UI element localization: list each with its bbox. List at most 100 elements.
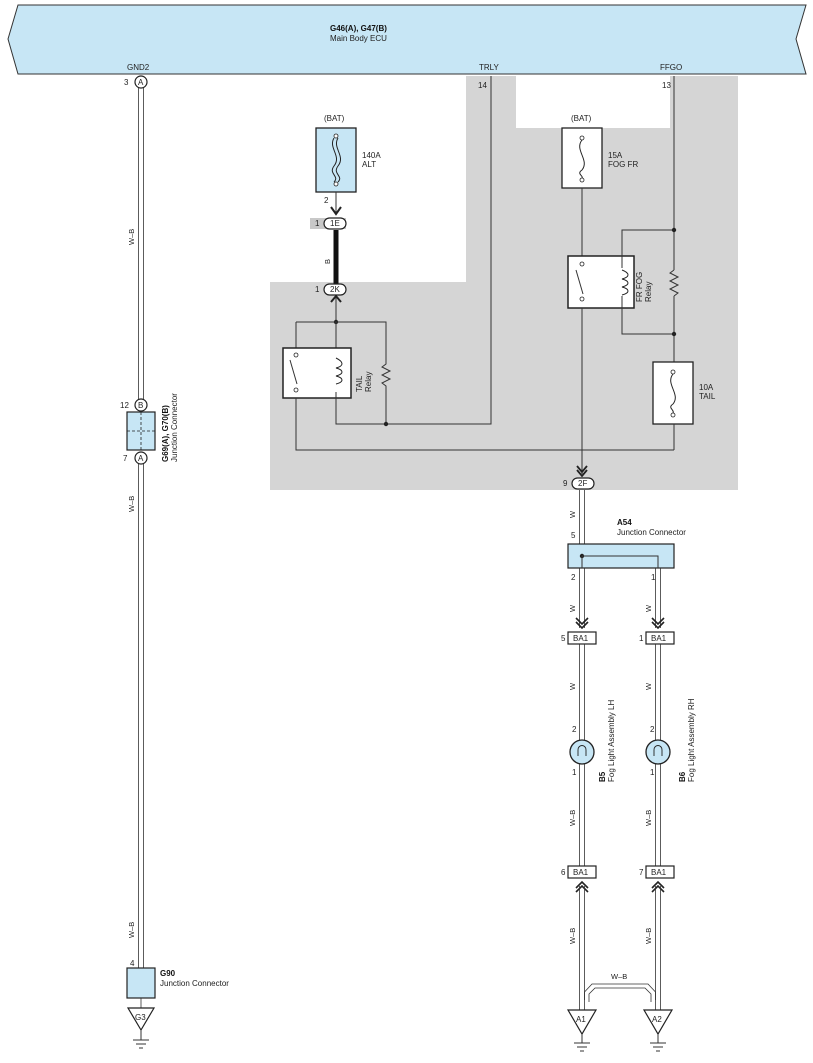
svg-text:BA1: BA1 xyxy=(573,868,589,877)
svg-text:5: 5 xyxy=(561,634,566,643)
svg-text:Junction Connector: Junction Connector xyxy=(160,979,229,988)
svg-text:2K: 2K xyxy=(330,285,340,294)
svg-text:13: 13 xyxy=(662,81,671,90)
svg-text:14: 14 xyxy=(478,81,487,90)
svg-text:G90: G90 xyxy=(160,969,176,978)
svg-text:W–B: W–B xyxy=(568,928,577,944)
fog-light-rh[interactable] xyxy=(645,739,671,765)
svg-text:B6: B6 xyxy=(678,771,687,782)
gnd2-connector[interactable] xyxy=(134,75,148,89)
svg-text:Fog Light Assembly LH: Fog Light Assembly LH xyxy=(607,700,616,782)
svg-text:4: 4 xyxy=(130,959,135,968)
svg-text:W–B: W–B xyxy=(127,229,136,245)
svg-text:5: 5 xyxy=(571,531,576,540)
svg-text:FOG FR: FOG FR xyxy=(608,160,638,169)
connector-ba1-lh-top[interactable] xyxy=(567,631,597,645)
svg-text:W: W xyxy=(644,682,653,690)
svg-text:W–B: W–B xyxy=(127,496,136,512)
fr-fog-relay[interactable] xyxy=(567,255,635,309)
svg-text:W: W xyxy=(644,604,653,612)
svg-text:140A: 140A xyxy=(362,151,381,160)
svg-text:7: 7 xyxy=(639,868,644,877)
svg-text:7: 7 xyxy=(123,454,128,463)
svg-text:W: W xyxy=(568,682,577,690)
terminal-ffgo: FFGO xyxy=(660,63,682,72)
svg-text:ALT: ALT xyxy=(362,160,376,169)
svg-text:Junction Connector: Junction Connector xyxy=(170,393,179,462)
svg-text:W–B: W–B xyxy=(611,972,627,981)
svg-text:W–B: W–B xyxy=(127,922,136,938)
svg-text:BA1: BA1 xyxy=(651,634,667,643)
svg-text:A1: A1 xyxy=(576,1015,586,1024)
svg-text:2: 2 xyxy=(571,573,576,582)
svg-text:1: 1 xyxy=(639,634,644,643)
svg-text:A2: A2 xyxy=(652,1015,662,1024)
svg-text:1E: 1E xyxy=(330,219,340,228)
svg-text:A: A xyxy=(138,454,144,463)
main-body-ecu[interactable]: G46(A), G47(B) Main Body ECU GND2 TRLY F… xyxy=(7,4,807,75)
svg-text:Relay: Relay xyxy=(364,372,373,392)
svg-text:BA1: BA1 xyxy=(573,634,589,643)
svg-text:FR FOG: FR FOG xyxy=(635,272,644,302)
svg-text:1: 1 xyxy=(315,219,320,228)
svg-text:W–B: W–B xyxy=(644,928,653,944)
connector-ba1-rh-top[interactable] xyxy=(645,631,675,645)
ground-a2 xyxy=(642,1009,674,1036)
svg-text:TAIL: TAIL xyxy=(355,375,364,392)
tail-relay-circuit: (BAT) 140A ALT 2 1E 1 B 2K 1 TAIL Relay xyxy=(282,76,674,451)
fog-resistor xyxy=(668,269,680,297)
svg-text:Fog Light Assembly RH: Fog Light Assembly RH xyxy=(687,698,696,782)
junction-g90[interactable] xyxy=(126,967,156,999)
svg-text:3: 3 xyxy=(124,78,129,87)
svg-text:W–B: W–B xyxy=(644,810,653,826)
svg-text:1: 1 xyxy=(650,768,655,777)
connector-2f[interactable] xyxy=(571,477,595,490)
ecu-name: Main Body ECU xyxy=(330,34,387,43)
svg-text:2: 2 xyxy=(324,196,329,205)
fog-light-circuit: W 5 A54 Junction Connector 2 1 W BA1 5 W… xyxy=(561,490,696,1052)
tail-resistor xyxy=(380,360,392,424)
tail-relay[interactable] xyxy=(282,347,352,399)
svg-text:6: 6 xyxy=(561,868,566,877)
ground-a1 xyxy=(566,1009,598,1036)
fuse-140a-alt[interactable] xyxy=(315,127,357,193)
relay-block-shading xyxy=(270,76,738,490)
terminal-gnd2: GND2 xyxy=(127,63,150,72)
svg-text:G69(A), G70(B): G69(A), G70(B) xyxy=(161,405,170,462)
svg-text:Relay: Relay xyxy=(644,282,653,302)
svg-text:B: B xyxy=(138,401,143,410)
svg-text:2: 2 xyxy=(650,725,655,734)
svg-text:2F: 2F xyxy=(578,479,587,488)
connector-ba1-rh-bottom[interactable] xyxy=(645,865,675,879)
g69-top-pin[interactable] xyxy=(134,398,148,412)
connector-2k[interactable] xyxy=(323,283,347,296)
svg-text:9: 9 xyxy=(563,479,568,488)
svg-text:W: W xyxy=(568,510,577,518)
svg-text:TAIL: TAIL xyxy=(699,392,716,401)
svg-text:B: B xyxy=(323,259,332,264)
svg-text:B5: B5 xyxy=(598,771,607,782)
ecu-code: G46(A), G47(B) xyxy=(330,24,387,33)
g69-bottom-pin[interactable] xyxy=(134,451,148,465)
svg-text:A54: A54 xyxy=(617,518,632,527)
svg-text:A: A xyxy=(138,78,144,87)
svg-text:W–B: W–B xyxy=(568,810,577,826)
svg-text:(BAT): (BAT) xyxy=(324,114,345,123)
svg-text:W: W xyxy=(568,604,577,612)
gnd2-circuit: A 3 W–B B 12 A 7 G69(A), G70(B) Junction… xyxy=(120,75,229,1049)
connector-ba1-lh-bottom[interactable] xyxy=(567,865,597,879)
terminal-trly: TRLY xyxy=(479,63,500,72)
svg-text:(BAT): (BAT) xyxy=(571,114,592,123)
svg-text:Junction Connector: Junction Connector xyxy=(617,528,686,537)
svg-text:1: 1 xyxy=(651,573,656,582)
fog-light-lh[interactable] xyxy=(569,739,595,765)
connector-1e[interactable] xyxy=(323,217,347,230)
svg-text:G3: G3 xyxy=(135,1013,146,1022)
svg-text:1: 1 xyxy=(572,768,577,777)
ground-g3 xyxy=(126,1007,156,1032)
svg-text:BA1: BA1 xyxy=(651,868,667,877)
svg-text:10A: 10A xyxy=(699,383,714,392)
svg-text:15A: 15A xyxy=(608,151,623,160)
svg-text:12: 12 xyxy=(120,401,129,410)
svg-text:2: 2 xyxy=(572,725,577,734)
